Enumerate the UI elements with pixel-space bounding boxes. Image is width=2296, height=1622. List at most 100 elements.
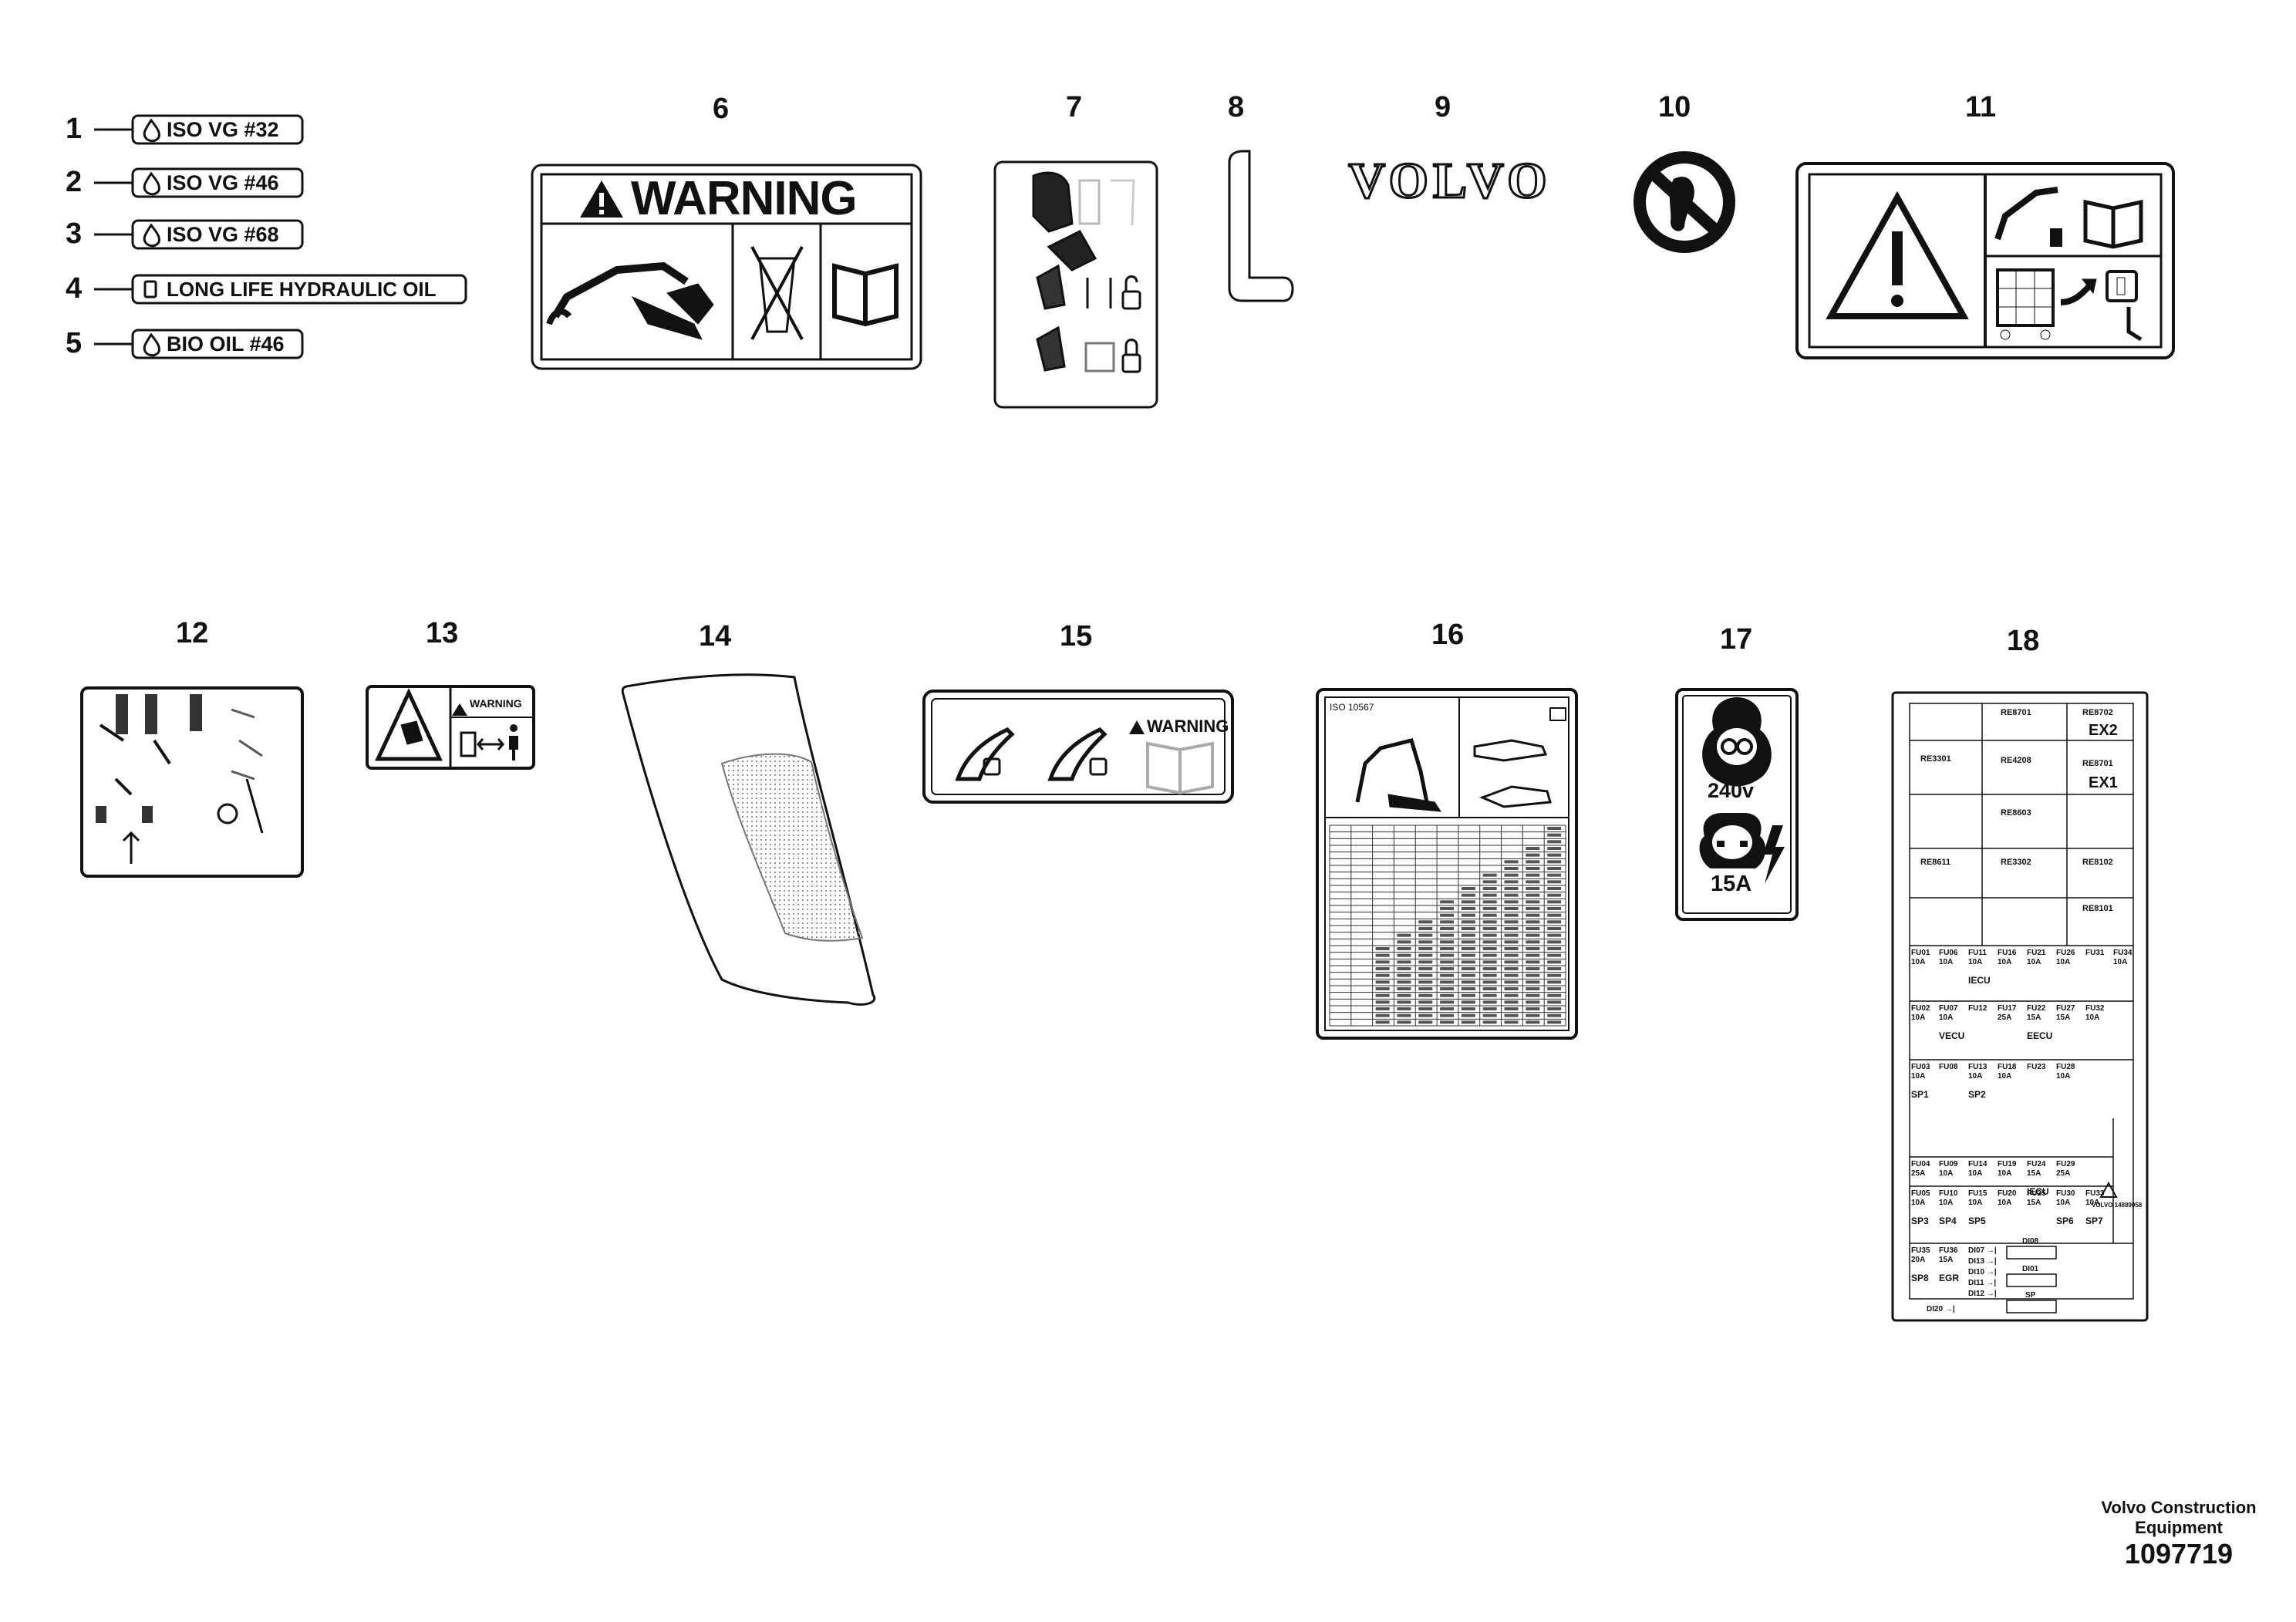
lift-chart-cell — [1375, 960, 1390, 964]
lift-chart-cell — [1461, 887, 1475, 890]
fuse-tag: SP5 — [1968, 1216, 1986, 1226]
diode-label: DI07 →| — [1968, 1246, 1997, 1255]
fuse-id: FU33 — [2085, 1189, 2105, 1198]
lift-chart-cell — [1375, 1007, 1390, 1010]
relay-label: RE8102 — [2082, 858, 2113, 867]
lift-chart-cell — [1461, 987, 1475, 990]
lift-chart-cell — [1526, 913, 1540, 917]
lift-chart-cell — [1440, 980, 1455, 984]
fuse-id: FU10 — [1939, 1189, 1958, 1198]
relay-label: RE3302 — [2001, 858, 2031, 867]
callout-3: 3 — [66, 218, 83, 250]
diode-label: DI20 →| — [1927, 1305, 1955, 1313]
lift-chart-cell — [1526, 900, 1540, 904]
lift-chart-cell — [1418, 933, 1433, 937]
lift-chart-cell — [1526, 987, 1540, 990]
lift-chart-cell — [1461, 1020, 1475, 1024]
lift-chart-cell — [1418, 987, 1433, 990]
fuse-id: FU19 — [1998, 1160, 2017, 1168]
lift-chart-cell — [1461, 907, 1475, 910]
lift-chart-cell — [1482, 880, 1497, 884]
lift-chart-cell — [1526, 867, 1540, 870]
lift-chart-cell — [1482, 1013, 1497, 1017]
lift-chart-cell — [1526, 1020, 1540, 1024]
callout-2: 2 — [66, 166, 83, 198]
diode-label: DI10 →| — [1968, 1268, 1997, 1276]
callout-6: 6 — [713, 93, 730, 125]
lift-chart-cell — [1504, 927, 1519, 930]
lift-chart-cell — [1547, 1000, 1562, 1004]
lift-chart-cell — [1482, 873, 1497, 877]
fuse-rating: 25A — [2056, 1169, 2071, 1178]
lift-chart-cell — [1461, 940, 1475, 944]
fuse-id: FU13 — [1968, 1063, 1988, 1071]
lift-chart-cell — [1418, 1000, 1433, 1004]
warning-header-13: WARNING — [470, 697, 522, 710]
lift-chart-cell — [1440, 987, 1455, 990]
lift-chart-cell — [1482, 947, 1497, 950]
lift-chart-cell — [1482, 1020, 1497, 1024]
lift-chart-cell — [1504, 900, 1519, 904]
lift-chart-cell — [1526, 893, 1540, 897]
relay-label: RE8101 — [2082, 904, 2113, 913]
amps-label: 15A — [1711, 872, 1752, 896]
lift-chart-cell — [1418, 927, 1433, 930]
lift-chart-cell — [1397, 980, 1411, 984]
lift-chart-cell — [1547, 967, 1562, 970]
iso-label: ISO 10567 — [1330, 702, 1374, 713]
callout-4: 4 — [66, 272, 83, 305]
callout-12: 12 — [176, 617, 209, 649]
lift-chart-cell — [1418, 960, 1433, 964]
lift-chart-cell — [1418, 953, 1433, 957]
lift-chart-cell — [1504, 880, 1519, 884]
lift-chart-cell — [1526, 907, 1540, 910]
fuse-rating: 25A — [1911, 1169, 1926, 1178]
lift-chart-cell — [1461, 947, 1475, 950]
lift-chart-cell — [1504, 960, 1519, 964]
callout-14: 14 — [699, 620, 732, 653]
callout-10: 10 — [1658, 91, 1691, 123]
lift-chart-cell — [1547, 900, 1562, 904]
lift-chart-cell — [1547, 860, 1562, 864]
lift-chart-cell — [1526, 980, 1540, 984]
fuse-rating: 10A — [1911, 1013, 1926, 1022]
lift-chart-cell — [1526, 960, 1540, 964]
lift-chart-cell — [1397, 973, 1411, 977]
diode-label: DI13 →| — [1968, 1257, 1997, 1266]
lift-chart-cell — [1482, 980, 1497, 984]
lift-chart-cell — [1547, 993, 1562, 997]
oil-label-1: ISO VG #32 — [167, 118, 279, 141]
lift-chart-cell — [1482, 933, 1497, 937]
lift-chart-cell — [1504, 867, 1519, 870]
oil-labels-group — [94, 114, 467, 359]
fuse-rating: 10A — [1968, 1169, 1983, 1178]
fuse-id: FU07 — [1939, 1004, 1958, 1013]
no-step-icon — [1633, 151, 1735, 253]
warning-decal-6 — [531, 164, 922, 370]
fuse-id: FU28 — [2056, 1063, 2075, 1071]
lift-chart-cell — [1526, 967, 1540, 970]
lift-chart-cell — [1482, 993, 1497, 997]
fuse-tag: SP2 — [1968, 1089, 1986, 1100]
lift-chart-cell — [1461, 920, 1475, 924]
lift-chart-cell — [1504, 987, 1519, 990]
lift-chart-cell — [1375, 993, 1390, 997]
lift-chart-cell — [1397, 1007, 1411, 1010]
fuse-id: FU24 — [2027, 1160, 2046, 1168]
lift-chart-cell — [1547, 960, 1562, 964]
lift-chart-cell — [1482, 940, 1497, 944]
oil-label-4: LONG LIFE HYDRAULIC OIL — [167, 278, 437, 301]
lift-chart-cell — [1547, 1020, 1562, 1024]
fuse-id: FU23 — [2027, 1063, 2046, 1071]
lift-chart-cell — [1526, 947, 1540, 950]
fuse-id: FU16 — [1998, 949, 2017, 957]
decal-7 — [993, 160, 1158, 409]
fuse-rating: 10A — [2056, 1199, 2071, 1207]
lift-chart-cell — [1526, 927, 1540, 930]
lift-chart-cell — [1526, 920, 1540, 924]
fuse-tag: IECU — [1968, 975, 1991, 986]
lift-chart-cell — [1547, 893, 1562, 897]
lift-chart-cell — [1375, 1020, 1390, 1024]
fuse-id: FU31 — [2085, 949, 2105, 957]
